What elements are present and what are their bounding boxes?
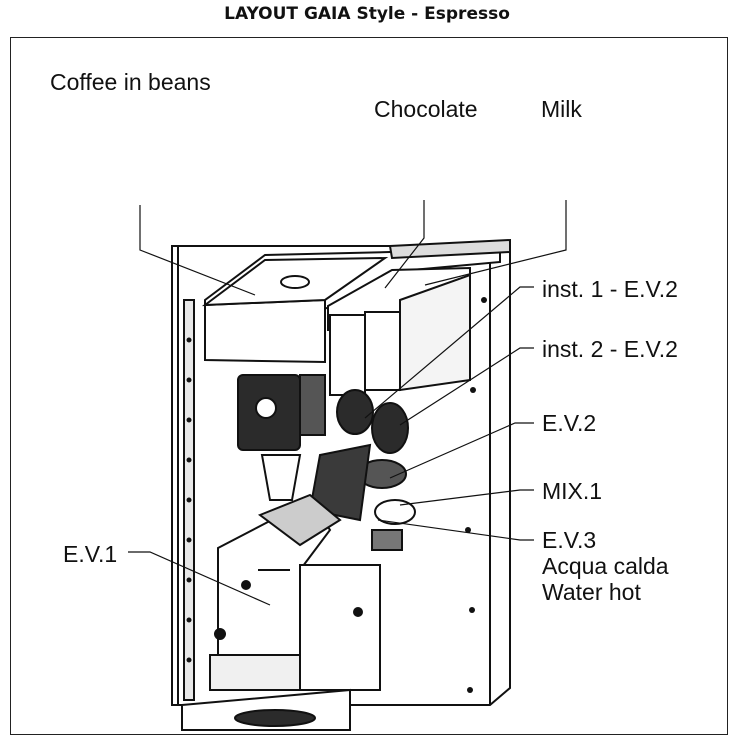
leader-lines — [128, 200, 567, 606]
leader-chocolate — [384, 200, 425, 289]
label-acqua-calda: Acqua calda — [542, 553, 669, 579]
leader-ev3 — [377, 519, 534, 541]
mixer-section — [308, 389, 416, 551]
cropped-text-top — [170, 52, 200, 64]
label-chocolate: Chocolate — [374, 96, 478, 122]
diagram-frame — [10, 37, 728, 735]
label-ev1: E.V.1 — [63, 541, 118, 567]
label-water-hot: Water hot — [542, 579, 641, 605]
label-ev2: E.V.2 — [542, 410, 597, 436]
page-title: LAYOUT GAIA Style - Espresso — [224, 4, 510, 24]
lower-chassis — [181, 564, 381, 731]
label-inst2-ev2: inst. 2 - E.V.2 — [542, 336, 678, 362]
leader-coffee — [139, 205, 256, 296]
cabinet-screws — [465, 297, 487, 693]
label-mix1: MIX.1 — [542, 478, 603, 504]
leader-ev1 — [128, 551, 271, 606]
cabinet-hinge-dots — [186, 337, 192, 663]
leader-inst2 — [399, 347, 534, 426]
label-milk: Milk — [541, 96, 582, 122]
grinder-unit — [237, 374, 326, 501]
leader-ev2 — [389, 422, 534, 479]
leader-milk — [424, 200, 567, 286]
leader-inst1 — [364, 286, 534, 419]
label-ev3: E.V.3 — [542, 527, 597, 553]
label-inst1-ev2: inst. 1 - E.V.2 — [542, 276, 678, 302]
leader-mix1 — [399, 489, 534, 506]
label-coffee-in-beans: Coffee in beans — [50, 69, 211, 95]
